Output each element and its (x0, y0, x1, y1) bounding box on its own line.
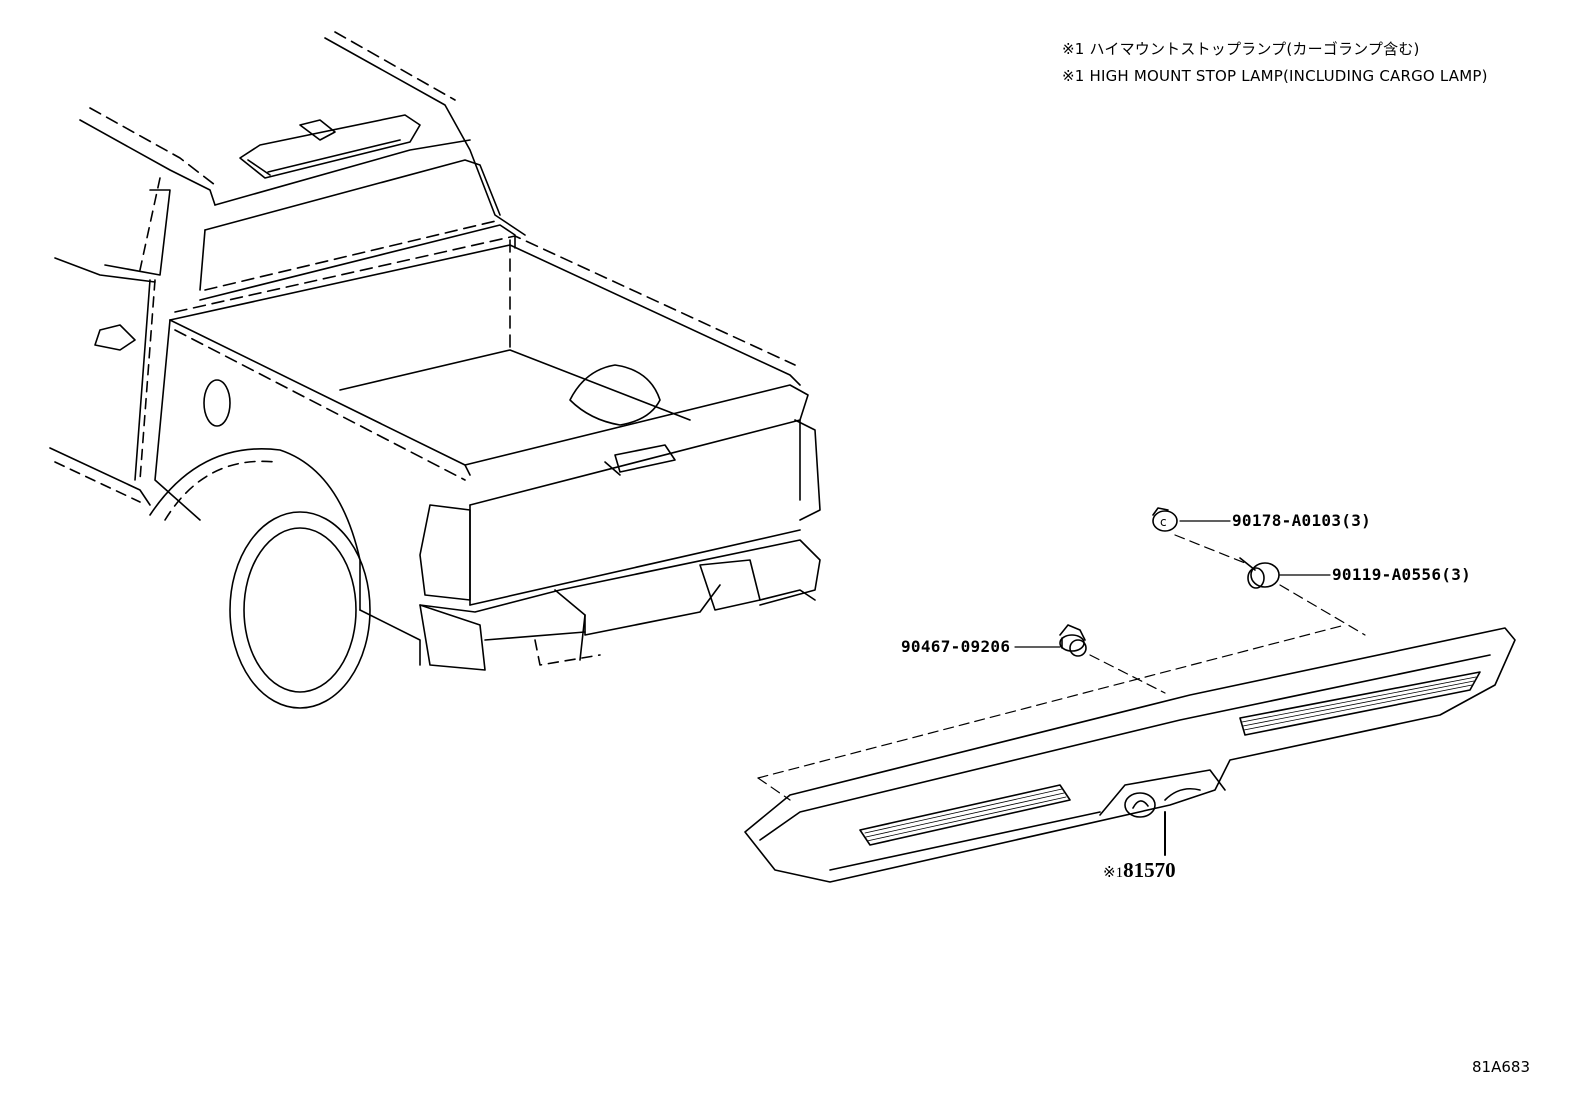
lamp-part-number: 81570 (1123, 858, 1176, 882)
clip-icon (1059, 624, 1087, 657)
legend: ※1 ハイマウントストップランプ(カーゴランプ含む) ※1 HIGH MOUNT… (1062, 36, 1488, 90)
truck-illustration (49, 31, 821, 709)
bolt-small-icon: c (1152, 507, 1178, 532)
exploded-lines (757, 534, 1366, 801)
nut-icon (1239, 557, 1280, 589)
illustration-code: 81A683 (1472, 1058, 1530, 1076)
part-number-bolt-small[interactable]: 90178-A0103(3) (1232, 511, 1372, 530)
part-number-lamp[interactable]: ※181570 (1103, 858, 1176, 883)
lamp-assembly-drawing (744, 627, 1516, 883)
legend-line-japanese: ※1 ハイマウントストップランプ(カーゴランプ含む) (1062, 40, 1420, 58)
svg-text:c: c (1160, 515, 1167, 529)
legend-line-english: ※1 HIGH MOUNT STOP LAMP(INCLUDING CARGO … (1062, 67, 1488, 85)
part-number-clip[interactable]: 90467-09206 (901, 637, 1011, 656)
lamp-reference-mark: ※1 (1103, 865, 1124, 881)
part-number-nut[interactable]: 90119-A0556(3) (1332, 565, 1472, 584)
leader-lines (1014, 520, 1331, 856)
